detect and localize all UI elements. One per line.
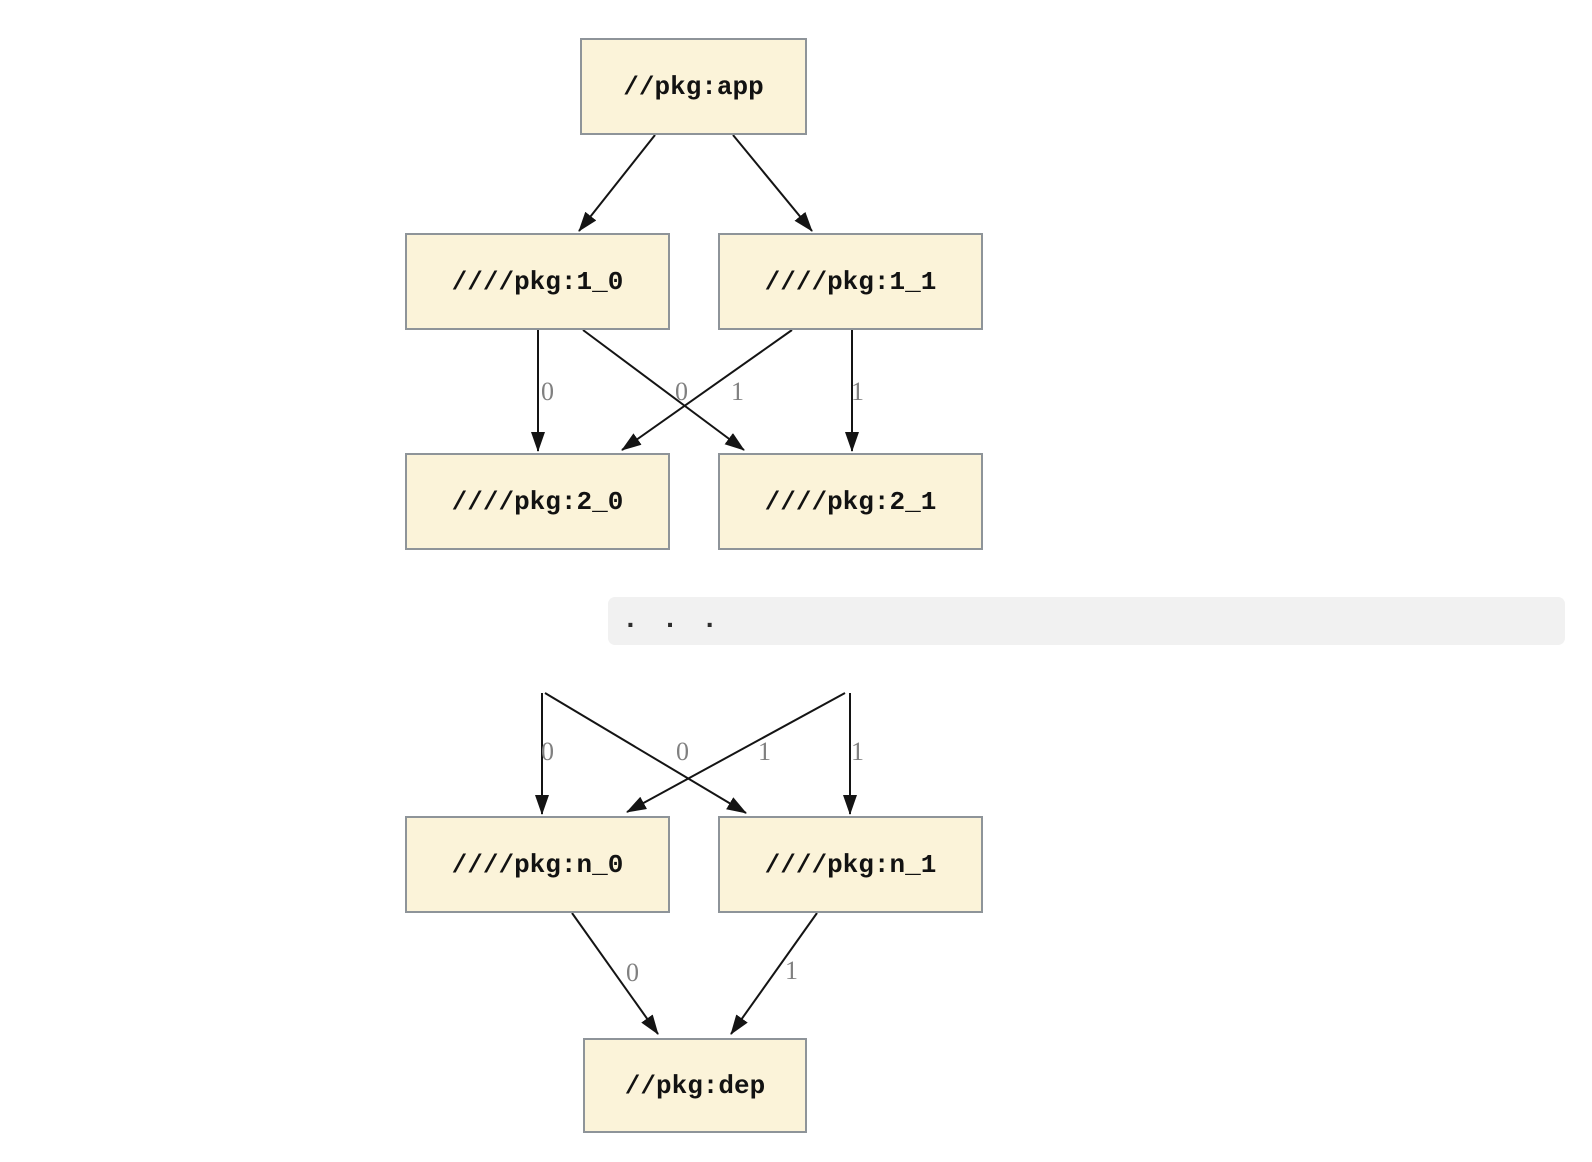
edge-n_0-to-dep: [571, 912, 659, 1035]
ellipsis-band: . . .: [608, 597, 1565, 645]
edge-cont-to-n_0-cross: [626, 692, 846, 813]
edge-label-cont-n_1: 1: [851, 737, 864, 766]
edge-label-1_0-2_0: 0: [541, 377, 554, 406]
edge-label-cont-n_0-cross: 0: [676, 737, 689, 766]
node-pkg-2_1: ////pkg:2_1: [718, 453, 983, 550]
edge-n_1-to-dep: [730, 912, 818, 1035]
edge-label-n_0-dep: 0: [626, 958, 639, 987]
edge-label-1_1-2_1: 1: [851, 377, 864, 406]
node-pkg-2_0: ////pkg:2_0: [405, 453, 670, 550]
edge-label-n_1-dep: 1: [785, 956, 798, 985]
edge-label-1_0-2_1: 1: [731, 377, 744, 406]
edge-1_1-to-2_0: [621, 329, 793, 451]
node-pkg-1_1: ////pkg:1_1: [718, 233, 983, 330]
node-pkg-1_0: ////pkg:1_0: [405, 233, 670, 330]
edge-label-cont-n_0: 0: [541, 737, 554, 766]
node-pkg-n_0: ////pkg:n_0: [405, 816, 670, 913]
edge-1_0-to-2_1: [582, 329, 745, 451]
edge-app-to-1_1: [732, 134, 813, 232]
node-pkg-app: //pkg:app: [580, 38, 807, 135]
edge-cont-to-n_1-cross: [544, 692, 747, 814]
edge-label-cont-n_1-cross: 1: [758, 737, 771, 766]
node-pkg-n_1: ////pkg:n_1: [718, 816, 983, 913]
edge-label-1_1-2_0: 0: [675, 377, 688, 406]
edge-app-to-1_0: [578, 134, 656, 232]
node-pkg-dep: //pkg:dep: [583, 1038, 807, 1133]
ellipsis-dots: . . .: [622, 605, 722, 636]
